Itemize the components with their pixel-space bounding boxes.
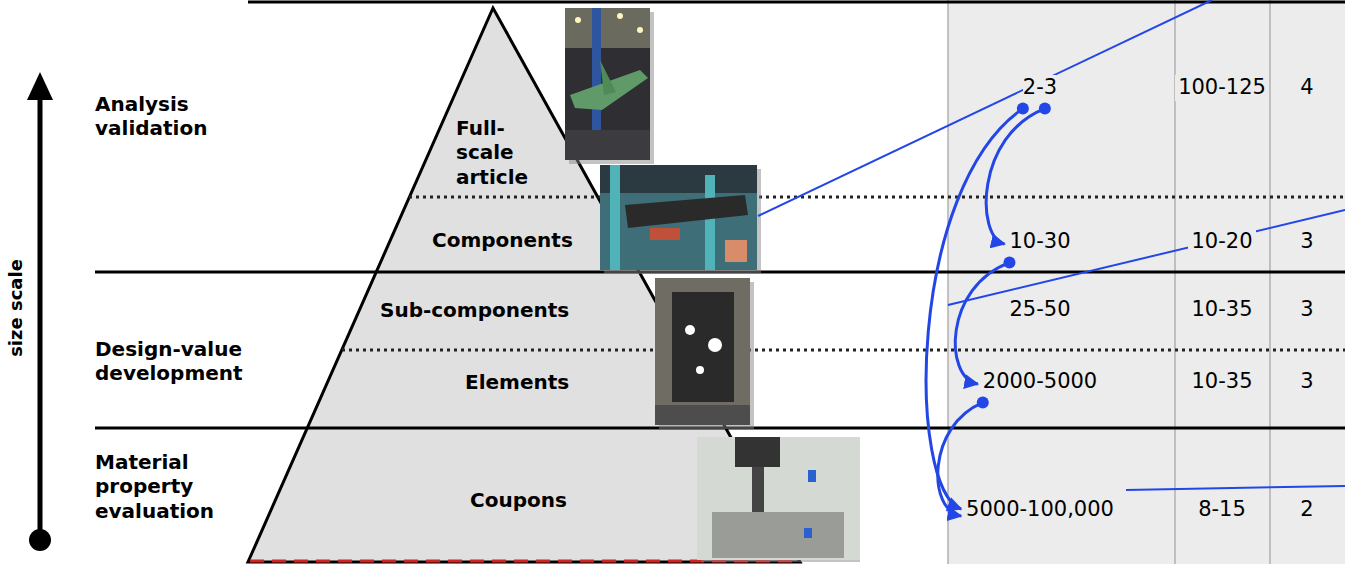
photo-detail	[685, 325, 695, 335]
photo-detail	[725, 240, 747, 262]
cell-value: 25-50	[1009, 297, 1070, 322]
table-value-holder: 3	[1297, 297, 1316, 323]
photo-detail	[565, 130, 650, 160]
table-ground	[948, 0, 1345, 564]
component-photo	[600, 165, 757, 270]
axis-label-holder: size scale	[5, 259, 27, 357]
table-value: 10-35	[1188, 369, 1255, 395]
photo-detail	[808, 470, 816, 482]
level-label: Elements	[465, 370, 569, 394]
table-value-holder: 100-125	[1175, 75, 1269, 101]
table-value: 10-35	[1188, 297, 1255, 323]
table-value-holder: 10-35	[1188, 297, 1255, 323]
photo-detail	[565, 8, 650, 48]
level-label-holder: Components	[432, 228, 573, 252]
start-dot	[1003, 257, 1015, 269]
leader-line	[1126, 486, 1345, 490]
table-value: 4	[1297, 75, 1316, 101]
band-label-holder: Material property evaluation	[95, 450, 245, 523]
photo-detail	[708, 338, 722, 352]
photo-detail	[752, 467, 764, 512]
band-label-holder: Analysis validation	[95, 92, 245, 141]
leader-line	[758, 0, 1212, 216]
column-rule	[947, 0, 949, 564]
table-value: 100-125	[1175, 75, 1269, 101]
level-label: Full-scale article	[456, 116, 536, 189]
table-value: 3	[1297, 297, 1316, 323]
table-value-holder: 2	[1297, 497, 1316, 523]
band-label: Design-value development	[95, 337, 280, 386]
cell-value: 2-3	[1023, 75, 1057, 100]
photo-detail	[705, 175, 715, 270]
table-value-holder: 4	[1297, 75, 1316, 101]
cell-value: 10-30	[1009, 229, 1070, 254]
cell-value: 5000-100,000	[966, 497, 1114, 522]
scale-arrow-dot	[29, 529, 51, 551]
photo-detail	[575, 17, 581, 23]
photo-detail	[637, 27, 643, 33]
start-dot	[1039, 103, 1051, 115]
scale-arrow-head	[27, 72, 53, 100]
photo-detail	[610, 165, 620, 270]
level-divider	[248, 1, 1345, 4]
flow-arrow	[986, 109, 1045, 244]
axis-label: size scale	[5, 259, 27, 357]
cell-value: 2000-5000	[983, 369, 1097, 394]
table-cell: 2-3	[1019, 71, 1061, 108]
column-rule	[1269, 0, 1271, 564]
band-label: Analysis validation	[95, 92, 245, 141]
subcomponent-photo	[655, 278, 750, 425]
flow-arrow	[955, 263, 1009, 384]
photo-detail	[617, 13, 623, 19]
table-cell: 2000-5000	[979, 365, 1101, 402]
table-value: 3	[1297, 369, 1316, 395]
table-value-holder: 3	[1297, 229, 1316, 255]
level-label-holder: Full-scale article	[456, 116, 536, 189]
table-value-holder: 3	[1297, 369, 1316, 395]
level-label: Components	[432, 228, 573, 252]
photo-detail	[735, 437, 780, 467]
table-value: 3	[1297, 229, 1316, 255]
table-cell: 25-50	[1005, 293, 1074, 330]
table-value: 8-15	[1195, 497, 1249, 523]
photo-detail	[672, 292, 734, 402]
table-value: 10-20	[1188, 229, 1255, 255]
photo-detail	[600, 60, 616, 95]
aircraft-photo	[565, 8, 650, 160]
table-value: 2	[1297, 497, 1316, 523]
table-value-holder: 10-35	[1188, 369, 1255, 395]
photo-detail	[655, 405, 750, 425]
start-dot	[1017, 103, 1029, 115]
photo-detail	[804, 528, 812, 538]
level-label-holder: Sub-components	[380, 298, 569, 322]
table-cell: 5000-100,000	[962, 493, 1118, 530]
start-dot	[977, 397, 989, 409]
coupon-photo	[697, 437, 860, 560]
photo-detail	[650, 228, 680, 240]
sublevel-divider	[409, 196, 1345, 199]
band-label-holder: Design-value development	[95, 337, 280, 386]
photo-detail	[600, 165, 757, 193]
level-label: Coupons	[470, 488, 567, 512]
photo-detail	[712, 512, 844, 558]
band-label: Material property evaluation	[95, 450, 245, 523]
level-label-holder: Elements	[465, 370, 569, 394]
table-value-holder: 8-15	[1195, 497, 1249, 523]
level-label-holder: Coupons	[470, 488, 567, 512]
photo-detail	[696, 366, 704, 374]
table-cell: 10-30	[1005, 225, 1074, 262]
sublevel-divider	[342, 349, 1345, 352]
leader-line	[948, 210, 1345, 305]
level-label: Sub-components	[380, 298, 569, 322]
photo-detail	[625, 195, 748, 228]
table-value-holder: 10-20	[1188, 229, 1255, 255]
scale-arrow-shaft	[38, 95, 43, 540]
